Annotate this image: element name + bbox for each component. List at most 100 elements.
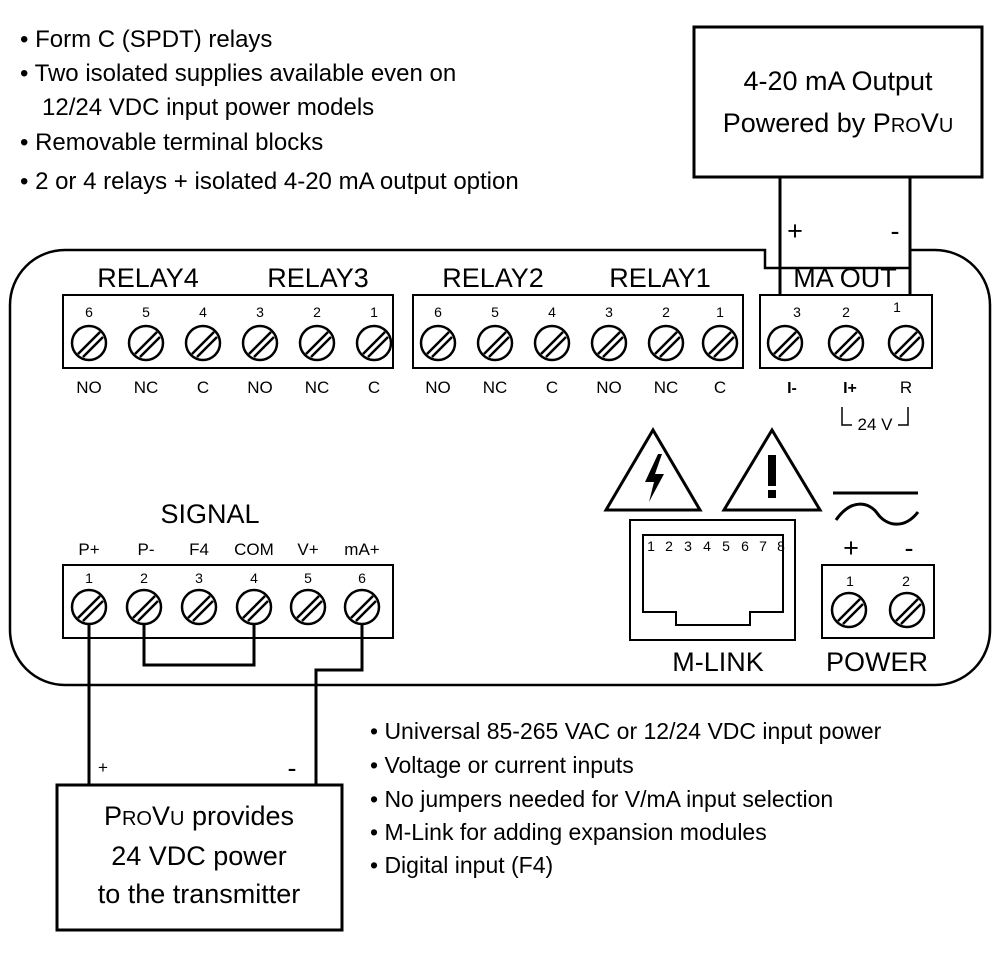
relay-block-right: [412, 294, 744, 369]
power-plus: +: [843, 533, 859, 563]
screw-terminal-icon: [887, 324, 925, 362]
terminal-number: 2: [842, 304, 850, 320]
transmitter-plus: +: [98, 758, 108, 777]
jumper-wire-p-com: [142, 624, 256, 667]
mlink-pin: 6: [741, 538, 749, 554]
terminal-label: I-: [787, 380, 797, 397]
terminal-number: 4: [250, 570, 258, 586]
terminal-label: V+: [297, 540, 318, 559]
terminal-number: 2: [662, 304, 670, 320]
screw-terminal-icon: [241, 324, 279, 362]
mlink-pin: 3: [684, 538, 692, 554]
terminal-number: 3: [605, 304, 613, 320]
feature-item: • Digital input (F4): [370, 852, 553, 878]
terminal-label: P-: [138, 540, 155, 559]
ma-out-minus: -: [891, 216, 900, 246]
screw-terminal-icon: [343, 588, 381, 626]
terminal-label: P+: [78, 540, 99, 559]
mlink-title: M-LINK: [672, 647, 764, 677]
feature-item: • Universal 85-265 VAC or 12/24 VDC inpu…: [370, 718, 882, 744]
terminal-number: 5: [142, 304, 150, 320]
terminal-number: 3: [195, 570, 203, 586]
feature-item: • Removable terminal blocks: [20, 129, 323, 156]
screw-terminal-icon: [180, 588, 218, 626]
transmitter-line2: 24 VDC power: [111, 841, 287, 871]
terminal-label: COM: [234, 540, 274, 559]
terminal-number: 5: [304, 570, 312, 586]
terminal-label: NC: [654, 378, 679, 397]
transmitter-minus: -: [288, 753, 297, 783]
terminal-label: I+: [843, 380, 857, 397]
relay1-header: RELAY1: [609, 263, 711, 293]
terminal-number: 2: [140, 570, 148, 586]
transmitter-wire-minus: [314, 624, 364, 785]
signal-block: [62, 564, 394, 639]
screw-terminal-icon: [235, 588, 273, 626]
ac-power-icon: [833, 491, 920, 526]
output-box-line1: 4-20 mA Output: [743, 66, 933, 96]
power-title: POWER: [826, 647, 928, 677]
relay-block-right-terminals: 6 5 4 3 2 1 NO NC C NO NC C: [419, 304, 739, 397]
supply-24v-label: 24 V: [858, 415, 894, 434]
screw-terminal-icon: [289, 588, 327, 626]
transmitter-line3: to the transmitter: [98, 879, 301, 909]
supply-bracket-left: [841, 407, 852, 426]
terminal-number: 6: [434, 304, 442, 320]
screw-terminal-icon: [827, 324, 865, 362]
bottom-feature-list: • Universal 85-265 VAC or 12/24 VDC inpu…: [370, 718, 882, 878]
terminal-number: 5: [491, 304, 499, 320]
relay-block-left-terminals: 6 5 4 3 2 1 NO NC C NO NC C: [70, 304, 393, 397]
terminal-label: C: [546, 378, 558, 397]
terminal-label: R: [900, 378, 912, 397]
mlink-pin: 5: [722, 538, 730, 554]
caution-icon: [721, 427, 823, 512]
terminal-label: NO: [76, 378, 102, 397]
terminal-label: NO: [596, 378, 622, 397]
signal-title: SIGNAL: [160, 499, 259, 529]
terminal-number: 2: [902, 573, 910, 589]
terminal-label: NC: [483, 378, 508, 397]
transmitter-line1: PROVU provides: [104, 801, 294, 831]
power-minus: -: [905, 533, 914, 563]
feature-item: • Two isolated supplies available even o…: [20, 60, 456, 87]
terminal-number: 6: [85, 304, 93, 320]
relay4-header: RELAY4: [97, 263, 199, 293]
terminal-number: 3: [256, 304, 264, 320]
terminal-number: 1: [85, 570, 93, 586]
screw-terminal-icon: [590, 324, 628, 362]
output-box: 4-20 mA Output Powered by PROVU: [692, 25, 984, 179]
terminal-number: 1: [893, 299, 901, 315]
feature-item: • Form C (SPDT) relays: [20, 26, 272, 53]
screw-terminal-icon: [888, 591, 926, 629]
mlink-pin: 8: [777, 538, 785, 554]
mlink-pin: 2: [665, 538, 673, 554]
relay3-header: RELAY3: [267, 263, 369, 293]
terminal-number: 1: [846, 573, 854, 589]
screw-terminal-icon: [419, 324, 457, 362]
feature-item: • M-Link for adding expansion modules: [370, 819, 767, 845]
relay2-header: RELAY2: [442, 263, 544, 293]
screw-terminal-icon: [647, 324, 685, 362]
terminal-label: NC: [305, 378, 330, 397]
electrical-hazard-icon: [603, 427, 703, 512]
terminal-number: 1: [370, 304, 378, 320]
terminal-label: F4: [189, 540, 209, 559]
feature-item: 12/24 VDC input power models: [42, 94, 374, 121]
relay-headers: RELAY4 RELAY3 RELAY2 RELAY1 MA OUT: [97, 263, 897, 293]
terminal-label: C: [368, 378, 380, 397]
relay-block-left: [62, 294, 394, 369]
screw-terminal-icon: [70, 324, 108, 362]
output-box-line2: Powered by PROVU: [723, 108, 954, 138]
terminal-number: 4: [548, 304, 556, 320]
top-feature-list: • Form C (SPDT) relays • Two isolated su…: [20, 26, 519, 195]
mlink-pin: 7: [759, 538, 767, 554]
ma-out-terminals: 3 2 1 I- I+ R 24 V: [766, 299, 925, 434]
terminal-label: NO: [425, 378, 451, 397]
terminal-label: NO: [247, 378, 273, 397]
terminal-number: 2: [313, 304, 321, 320]
feature-item: • No jumpers needed for V/mA input selec…: [370, 786, 833, 812]
terminal-label: C: [197, 378, 209, 397]
transmitter-box: PROVU provides 24 VDC power to the trans…: [55, 783, 344, 932]
screw-terminal-icon: [70, 588, 108, 626]
